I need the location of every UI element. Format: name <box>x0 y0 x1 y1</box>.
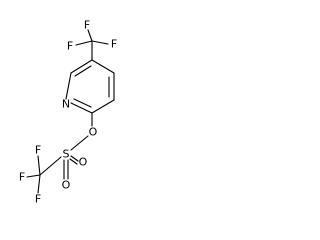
atom-f-top-right: F <box>111 38 117 51</box>
atom-f-bottom-bottom: F <box>35 193 41 206</box>
atom-f-bottom-left: F <box>19 171 25 184</box>
atom-o-ester: O <box>89 126 98 139</box>
bond-s-to-o-right-a <box>70 155 79 162</box>
bond-s-to-o-right-b <box>69 158 78 165</box>
atom-f-top-left: F <box>67 40 73 53</box>
atom-label-layer: F F F N O S O O F F F <box>19 19 117 206</box>
atom-o-sulfonyl-right: O <box>79 156 88 169</box>
bond-ring-c6-c5-inner <box>74 65 92 77</box>
atom-n-ring: N <box>62 98 70 111</box>
bond-cf3-c-to-f-top-mid <box>87 29 93 42</box>
bond-ring-n-c6 <box>65 72 72 100</box>
bond-s-to-cf3-c <box>39 156 62 176</box>
bond-cf3-c-to-f-bottom <box>37 174 41 194</box>
atom-f-top-mid: F <box>84 19 90 32</box>
bond-cf3-c-to-f-top <box>37 155 41 176</box>
bond-cf3-c-to-f-top-left <box>75 40 93 46</box>
bond-ring-c5-c4 <box>91 59 115 74</box>
bond-layer <box>26 29 115 194</box>
bond-cf3-c-to-f-top-right <box>91 40 109 45</box>
atom-s-sulfonyl: S <box>63 148 70 161</box>
bond-cf3-c-to-f-left <box>26 174 41 178</box>
bond-ring-c2-n-inner <box>73 98 92 108</box>
atom-o-sulfonyl-bottom: O <box>62 179 71 192</box>
bond-ring-c6-c5 <box>70 59 93 74</box>
bond-o-ester-to-s <box>70 135 89 151</box>
bond-ring-c3-c2 <box>91 99 115 114</box>
bond-ring-c2-n <box>70 102 93 114</box>
atom-f-bottom-top: F <box>35 144 41 157</box>
chemical-structure: F F F N O S O O F F F <box>19 19 117 206</box>
